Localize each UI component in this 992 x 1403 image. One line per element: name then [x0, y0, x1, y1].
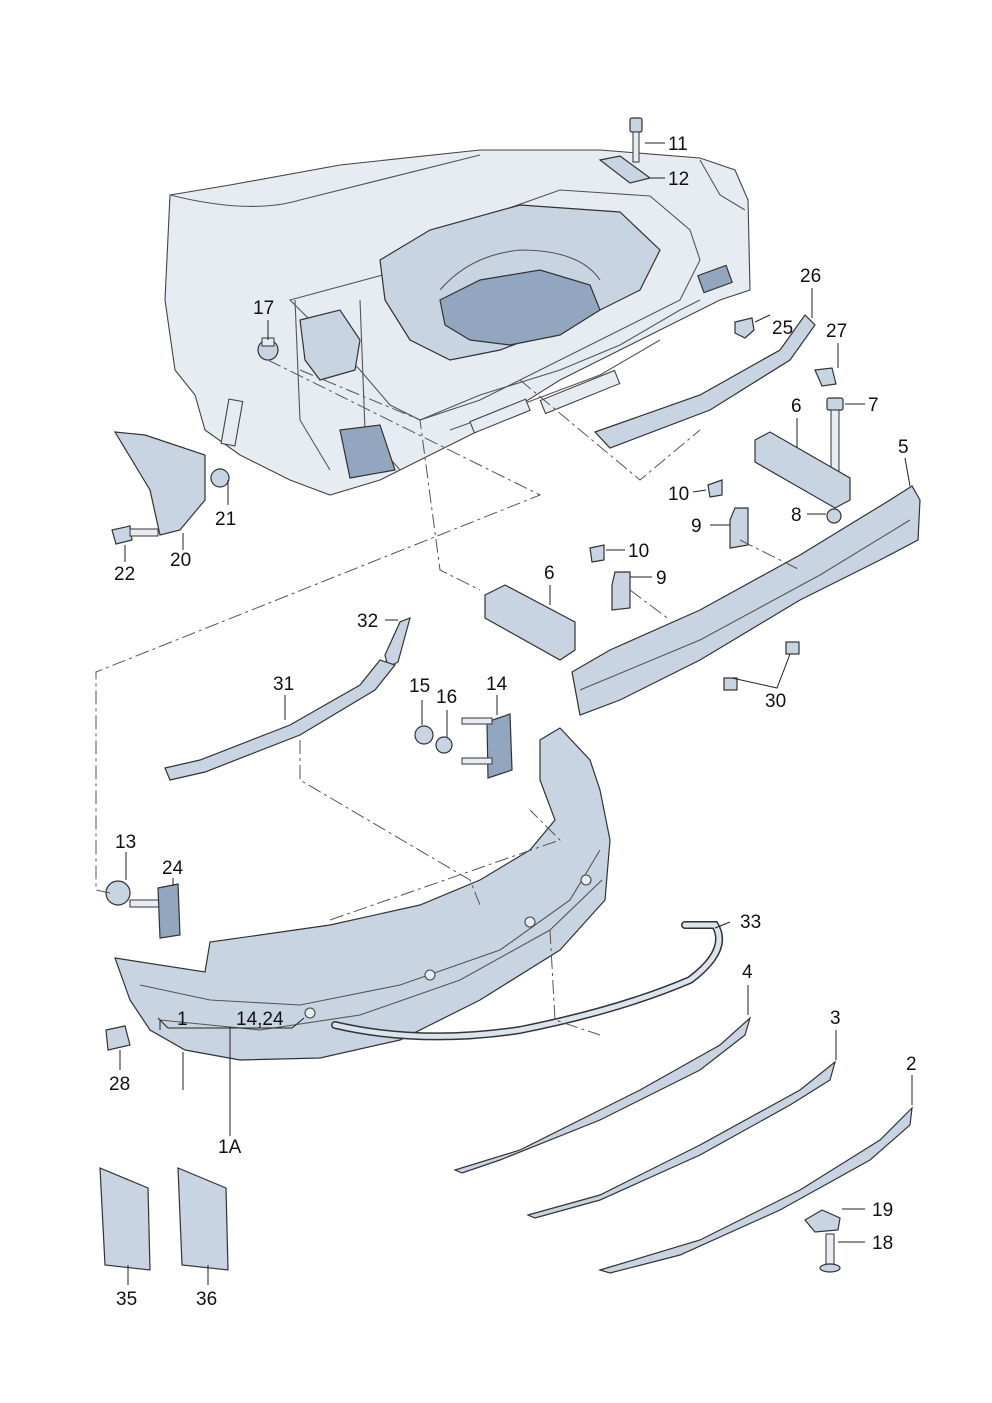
- clip-25: [734, 317, 755, 339]
- callout-11: 11: [668, 134, 688, 155]
- callout-5: 5: [898, 437, 909, 458]
- strip-3: [526, 1060, 837, 1219]
- bracket-14: [461, 713, 513, 779]
- vehicle-rear-body: [164, 149, 751, 496]
- clip-nut-19: [804, 1209, 841, 1233]
- pad-30-a: [723, 677, 738, 691]
- bumper-cover-1: [114, 727, 611, 1061]
- bracket-9-upper: [729, 507, 749, 549]
- callout-28: 28: [109, 1074, 130, 1095]
- callout-27: 27: [826, 321, 847, 342]
- screw-27: [814, 367, 837, 387]
- callout-9-lower: 9: [656, 568, 667, 589]
- callout-31: 31: [273, 674, 294, 695]
- callout-6-lower: 6: [544, 563, 555, 584]
- guide-strip-26: [593, 314, 816, 449]
- callout-19: 19: [872, 1200, 893, 1221]
- callout-16: 16: [436, 687, 457, 708]
- pad-30-b: [785, 641, 800, 655]
- absorber-6-lower: [484, 584, 576, 661]
- screw-18: [819, 1233, 841, 1273]
- rivet-10-lower: [589, 544, 605, 563]
- alignment-lines: [95, 359, 801, 1036]
- nut-15: [414, 725, 434, 745]
- callout-21: 21: [215, 509, 236, 530]
- callout-10-upper: 10: [668, 484, 689, 505]
- callout-6-upper: 6: [791, 396, 802, 417]
- callout-10-lower: 10: [628, 541, 649, 562]
- callout-12: 12: [668, 169, 689, 190]
- callout-18: 18: [872, 1233, 893, 1254]
- nut-8: [826, 508, 842, 524]
- absorber-6-upper: [754, 431, 851, 509]
- callout-13: 13: [115, 832, 136, 853]
- callout-3: 3: [830, 1008, 841, 1029]
- callout-20: 20: [170, 550, 191, 571]
- bolt-bracket-24: [129, 883, 181, 939]
- bolt-11: [629, 117, 643, 163]
- clip-28: [105, 1025, 131, 1051]
- callout-15: 15: [409, 676, 430, 697]
- callout-32: 32: [357, 611, 378, 632]
- callout-30: 30: [765, 691, 786, 712]
- strip-2: [597, 1106, 913, 1274]
- leader-lines: [119, 142, 913, 1285]
- side-guide-20: [113, 431, 206, 536]
- callout-2: 2: [906, 1054, 917, 1075]
- callout-1: 1: [177, 1009, 188, 1030]
- callout-9-upper: 9: [691, 516, 702, 537]
- callout-1A: 1A: [218, 1137, 242, 1158]
- mudflap-35: [99, 1167, 151, 1271]
- callout-14-24: 14,24: [236, 1009, 284, 1030]
- bumper-carrier-5: [571, 485, 921, 716]
- callout-labels: 11 12 26 25 27 17 7 6 5 10 9 8 21 22 20 …: [109, 134, 917, 1310]
- callout-35: 35: [116, 1289, 137, 1310]
- callout-36: 36: [196, 1289, 217, 1310]
- callout-24: 24: [162, 858, 184, 879]
- screw-22: [111, 525, 159, 545]
- mudflap-36: [177, 1167, 229, 1271]
- callout-4: 4: [742, 962, 753, 983]
- callout-17: 17: [253, 298, 274, 319]
- nut-21: [210, 468, 230, 488]
- callout-26: 26: [800, 266, 821, 287]
- washer-16: [435, 736, 453, 754]
- callout-33: 33: [740, 912, 761, 933]
- trim-32: [384, 616, 411, 668]
- bracket-9-lower: [611, 571, 631, 611]
- trim-strip-31: [164, 659, 397, 781]
- callout-7: 7: [868, 395, 879, 416]
- washer-13: [105, 880, 131, 906]
- callout-22: 22: [114, 564, 135, 585]
- strip-4: [453, 1016, 752, 1174]
- callout-14: 14: [486, 674, 508, 695]
- callout-25: 25: [772, 318, 793, 339]
- callout-8: 8: [791, 505, 802, 526]
- rivet-10-upper: [707, 479, 723, 498]
